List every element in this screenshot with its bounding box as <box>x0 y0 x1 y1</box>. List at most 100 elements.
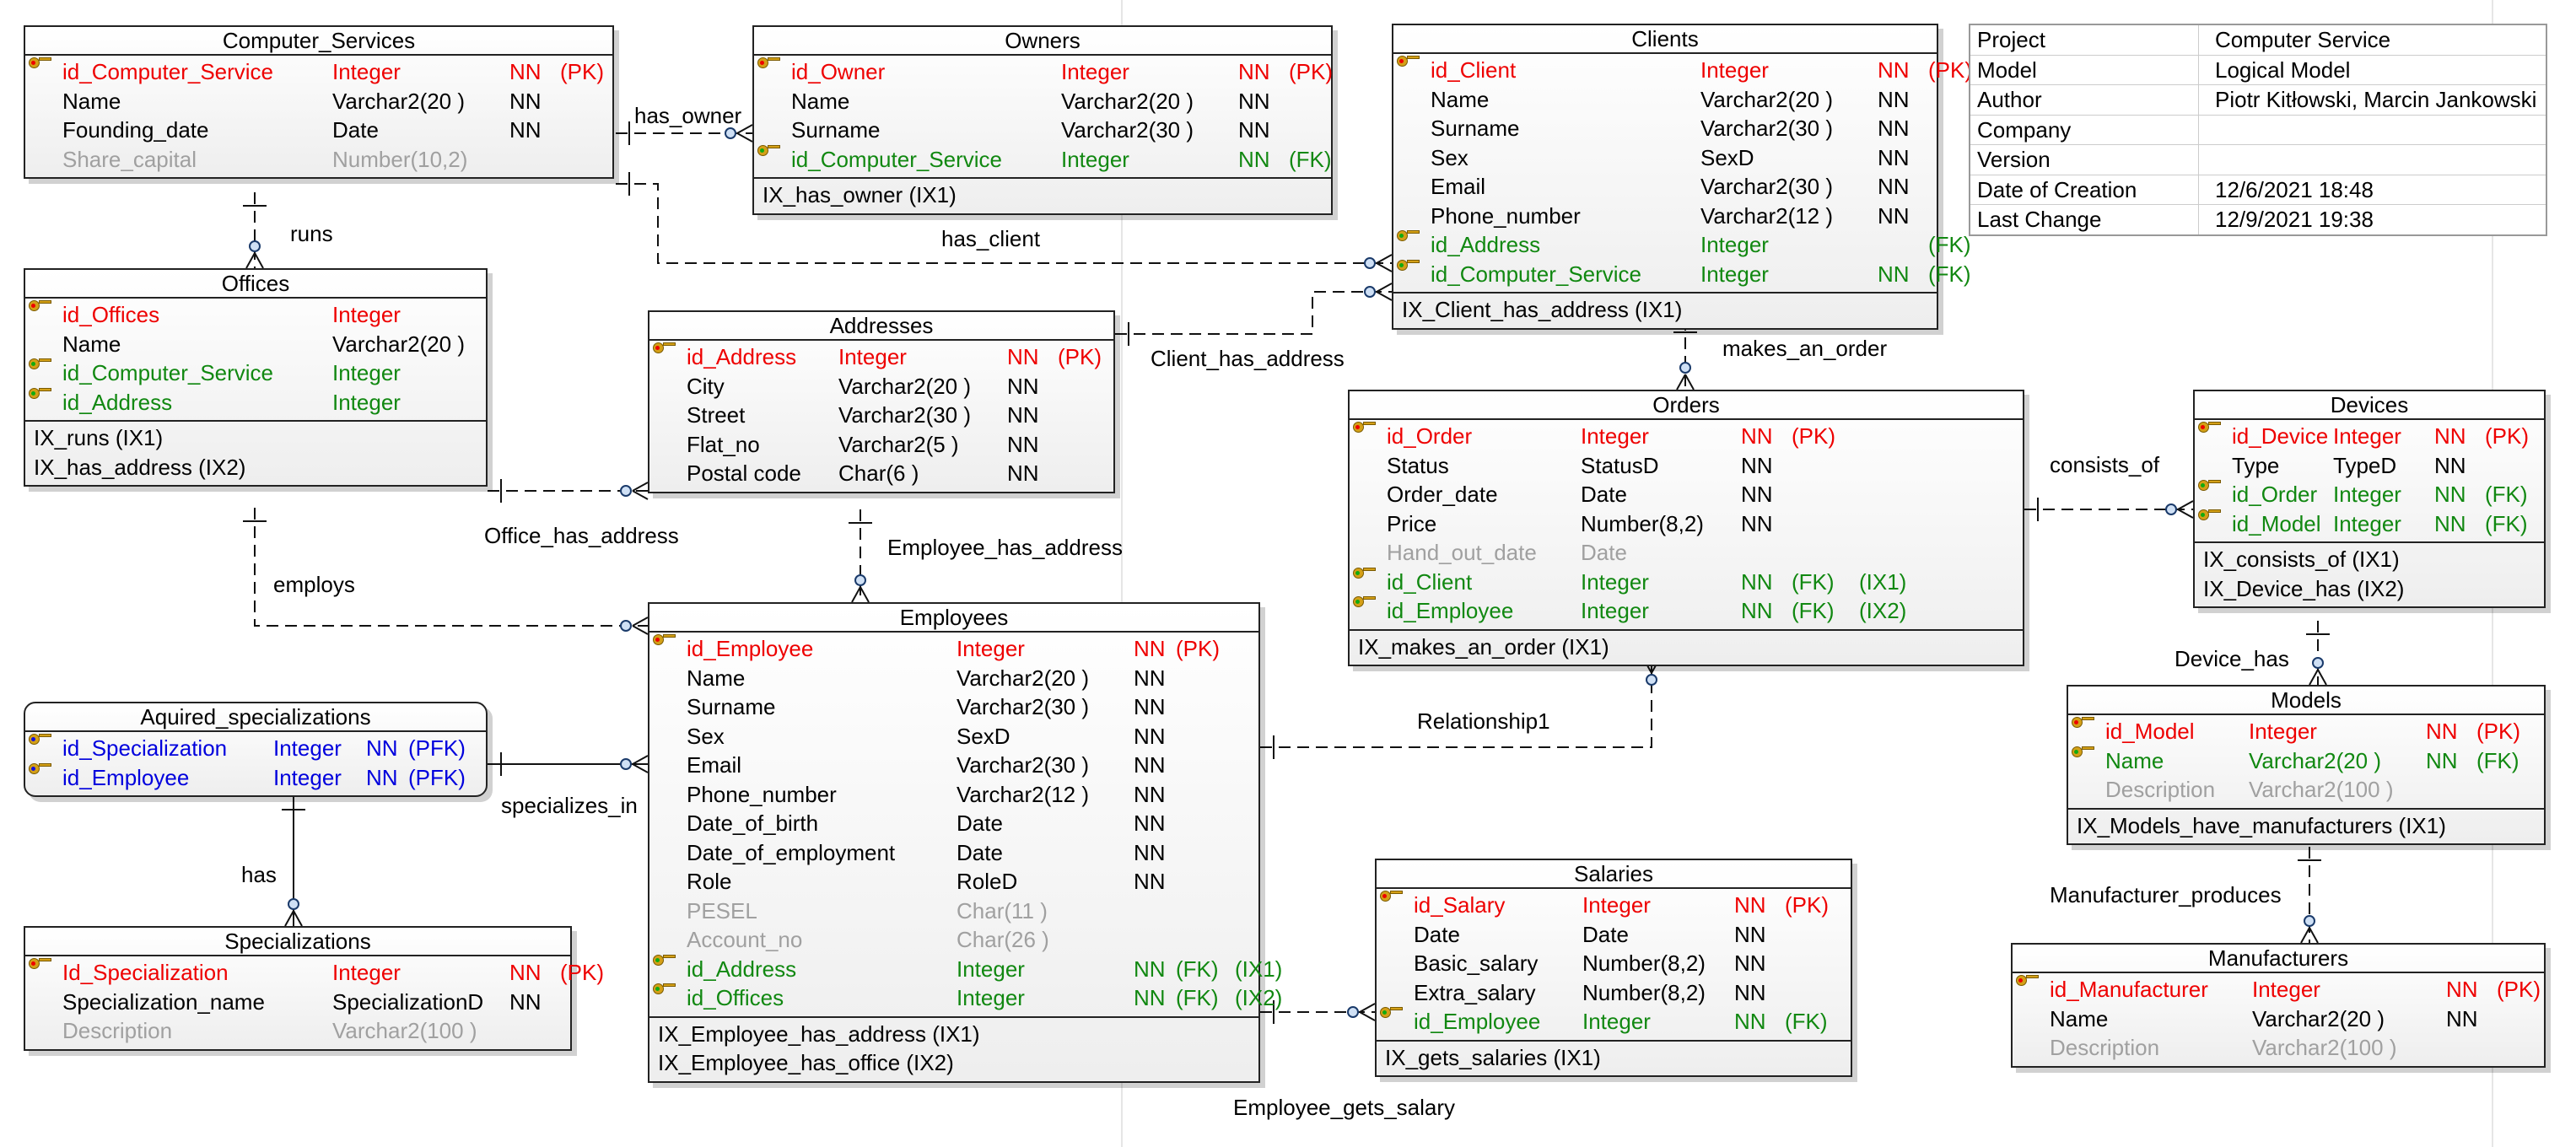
column-type: Varchar2(20 ) <box>332 88 466 114</box>
relationship-office-has-address[interactable] <box>488 479 649 503</box>
relationship-has-client[interactable] <box>616 172 1393 272</box>
relationship-specializes-in[interactable] <box>488 752 649 776</box>
relationship-employee-has-address[interactable] <box>849 509 872 603</box>
relationship-consists-of[interactable] <box>2024 498 2194 521</box>
relationship-employee-gets-salary[interactable] <box>1260 1000 1376 1024</box>
fk-icon <box>29 387 52 400</box>
relationship-device-has[interactable] <box>2306 621 2330 686</box>
relationship-makes-an-order[interactable] <box>1673 319 1697 390</box>
entity-indexes: IX_runs (IX1)IX_has_address (IX2) <box>25 420 486 485</box>
relationship-runs[interactable] <box>243 192 267 269</box>
info-key: Version <box>1977 147 2051 172</box>
relationship-manufacturer-produces[interactable] <box>2298 847 2321 944</box>
column-name: Name <box>2050 1005 2109 1031</box>
relationship-has-owner[interactable] <box>616 121 753 145</box>
relationship-client-has-address[interactable] <box>1115 283 1393 346</box>
relationship-employs[interactable] <box>243 508 649 635</box>
relationship-has[interactable] <box>282 796 305 927</box>
column-type: Varchar2(100 ) <box>332 1018 477 1043</box>
